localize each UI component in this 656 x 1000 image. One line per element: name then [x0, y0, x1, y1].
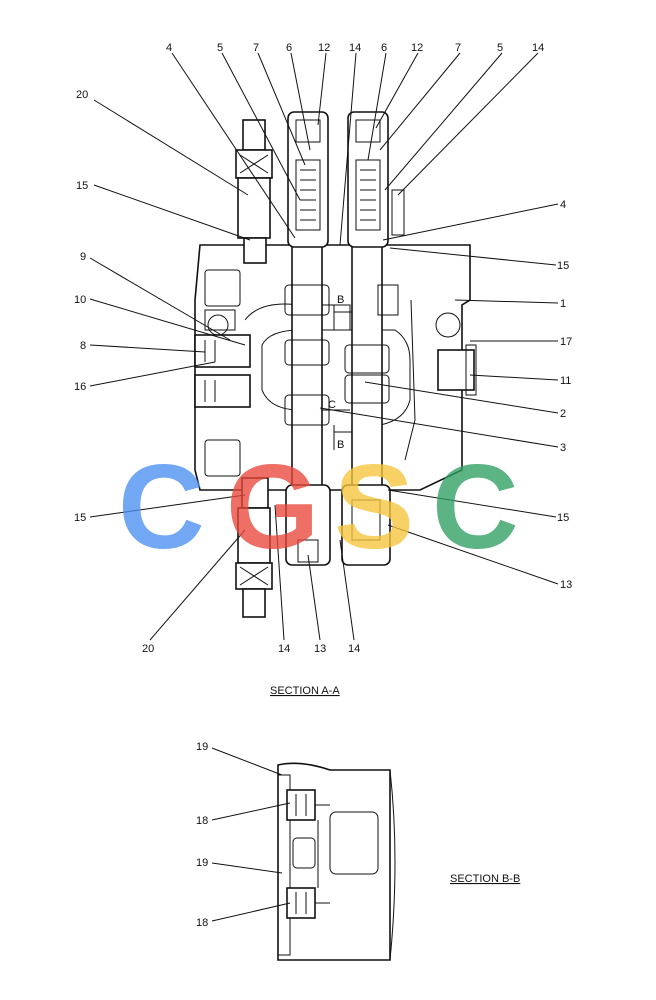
- marker-b-top: B: [337, 294, 344, 306]
- relief-body-top: [237, 177, 271, 239]
- cut-line-b-bottom: [333, 425, 352, 450]
- lower-cap-left: [285, 484, 331, 566]
- callout-12-top-right: 12: [411, 42, 423, 54]
- callout-14-bottom-right: 14: [348, 643, 360, 655]
- callout-10-left: 10: [74, 294, 86, 306]
- callouts-bb: 19 18 19 18 SECTION B-B: [196, 741, 520, 929]
- callout-15-right-upper: 15: [557, 260, 569, 272]
- callout-7-top-left: 7: [253, 42, 259, 54]
- leader-lines-bb: [211, 747, 291, 922]
- leader-lines-aa: [89, 52, 559, 641]
- callout-9-left: 9: [80, 251, 86, 263]
- callout-11-right: 11: [560, 375, 571, 387]
- lower-spring-right: [351, 499, 381, 541]
- port-plug-16: [194, 374, 251, 408]
- callout-7-top-right: 7: [455, 42, 461, 54]
- callout-8-left: 8: [80, 340, 86, 352]
- bolt-hole-right: [435, 312, 461, 338]
- port-plug-11: [437, 349, 475, 391]
- bb-break-line: [389, 769, 396, 961]
- watermark-letter-c1: C: [118, 440, 205, 574]
- section-aa-drawing: [194, 111, 477, 618]
- spool-land-6: [377, 284, 399, 316]
- callout-16-left: 16: [74, 381, 86, 393]
- port-flange-11: [465, 344, 477, 396]
- relief-cap-bottom: [242, 588, 266, 618]
- callout-19-upper: 19: [196, 741, 208, 753]
- callout-6-top-left: 6: [286, 42, 292, 54]
- callout-18-lower: 18: [196, 917, 208, 929]
- internal-passage-left: [244, 303, 351, 411]
- bb-passages: [315, 804, 330, 904]
- port-plug-8: [194, 334, 251, 368]
- lower-cap-right: [341, 484, 391, 566]
- callout-14-top-middle: 14: [349, 42, 361, 54]
- callout-13-bottom: 13: [314, 643, 326, 655]
- watermark-letter-g: G: [226, 440, 319, 574]
- cavity-mid-left: [204, 309, 236, 331]
- callout-19-lower: 19: [196, 857, 208, 869]
- callout-14-top-right: 14: [532, 42, 544, 54]
- spool-land-3: [284, 394, 330, 426]
- port-threads-left: [204, 340, 216, 402]
- bb-cavity: [329, 811, 379, 875]
- callout-15-left-lower: 15: [74, 512, 86, 524]
- callout-14-bottom-left: 14: [278, 643, 290, 655]
- callout-13-right: 13: [560, 579, 572, 591]
- bb-threads: [295, 794, 307, 914]
- callout-5-top-right: 5: [497, 42, 503, 54]
- relief-stem-top: [243, 237, 267, 264]
- bb-plug-upper: [286, 789, 316, 821]
- callout-4-right: 4: [560, 199, 566, 211]
- section-aa-title: SECTION A-A: [270, 685, 340, 697]
- callout-20-left: 20: [76, 89, 88, 101]
- callouts-aa: 4 5 7 6 12 14 6 12 7 5 14 20 15 9 10 8 1…: [74, 42, 572, 697]
- marker-c: C: [328, 399, 336, 411]
- bb-plug-lower: [286, 887, 316, 919]
- spool-bore-right: [351, 244, 383, 491]
- callout-6-top-right: 6: [381, 42, 387, 54]
- hex-cross-bottom: [239, 566, 269, 586]
- spool-land-5: [344, 374, 390, 404]
- spool-bore-left: [291, 244, 323, 491]
- cap-plug-right: [355, 119, 381, 143]
- cut-line-c: [404, 299, 416, 461]
- watermark-letter-s: S: [334, 440, 414, 574]
- section-bb-drawing: [277, 762, 396, 961]
- relief-hex-bottom: [235, 562, 273, 590]
- cavity-upper-left: [204, 269, 241, 307]
- spool-land-2: [284, 339, 330, 366]
- spring-right: [355, 159, 381, 231]
- callout-15-left-upper: 15: [76, 180, 88, 192]
- spring-left: [295, 159, 321, 231]
- callout-12-top-left: 12: [318, 42, 330, 54]
- side-plate-right: [391, 189, 405, 236]
- cavity-lower-left: [204, 439, 241, 477]
- watermark-logo: C G S C: [118, 440, 519, 574]
- bb-port: [292, 837, 316, 869]
- lower-plug-13: [297, 539, 319, 563]
- relief-cap-top: [242, 119, 266, 151]
- cut-line-b-top: [333, 305, 352, 330]
- hex-cross-top: [239, 154, 269, 174]
- relief-stem-bottom: [241, 477, 269, 509]
- callout-18-upper: 18: [196, 815, 208, 827]
- callout-5-top-left: 5: [217, 42, 223, 54]
- bb-flange: [277, 774, 291, 956]
- callout-15-right-lower: 15: [557, 512, 569, 524]
- spool-land-4: [344, 344, 390, 374]
- callout-3-right: 3: [560, 442, 566, 454]
- callout-17-right: 17: [560, 336, 572, 348]
- callout-20-bottom: 20: [142, 643, 154, 655]
- spool-land-1: [284, 284, 330, 316]
- section-bb-title: SECTION B-B: [450, 873, 520, 885]
- watermark-letter-c2: C: [432, 440, 519, 574]
- callout-2-right: 2: [560, 408, 566, 420]
- marker-b-bottom: B: [337, 439, 344, 451]
- callout-4-top-left: 4: [166, 42, 172, 54]
- callout-1-right: 1: [560, 298, 566, 310]
